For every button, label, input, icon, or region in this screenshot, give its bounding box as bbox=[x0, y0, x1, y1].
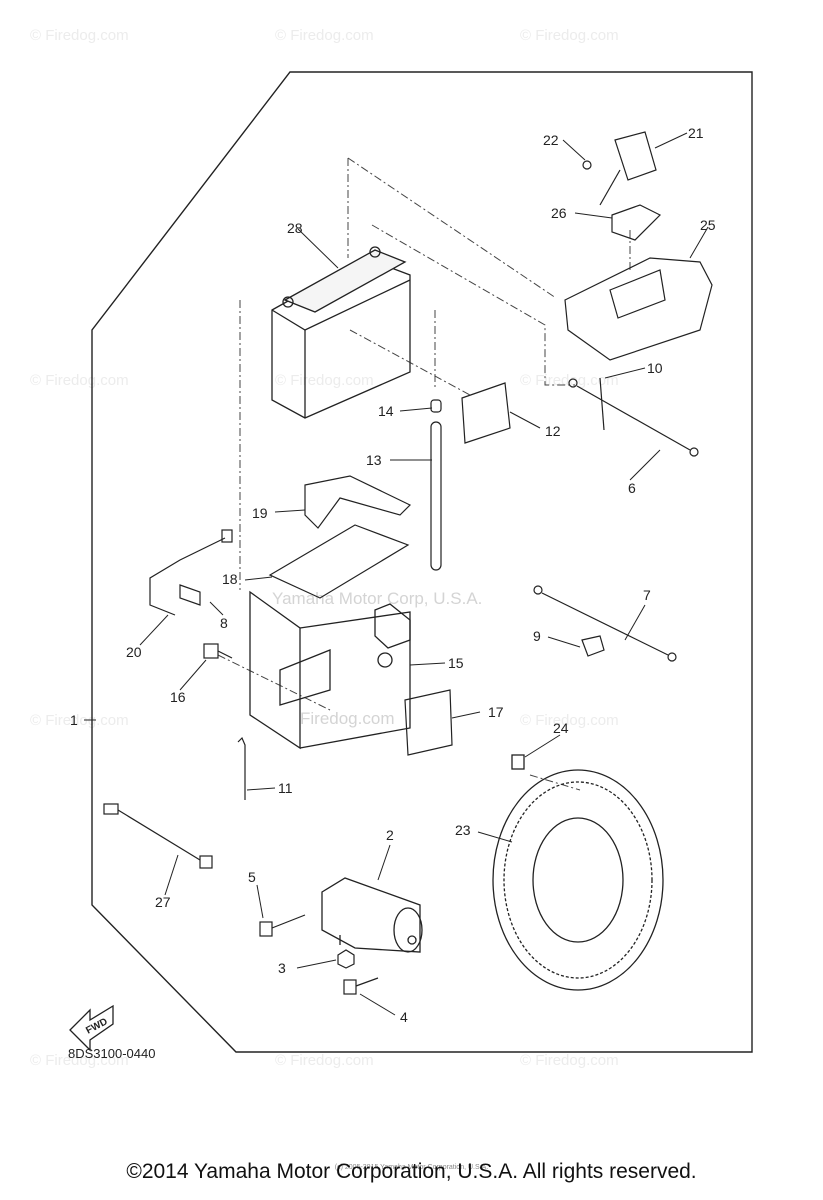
callout-17: 17 bbox=[488, 704, 504, 720]
watermark-grid: © Firedog.com © Firedog.com © Firedog.co… bbox=[30, 27, 619, 1069]
callout-23: 23 bbox=[455, 822, 471, 838]
battery-band bbox=[304, 475, 412, 529]
callout-6: 6 bbox=[628, 480, 636, 496]
watermark: © Firedog.com bbox=[30, 372, 129, 389]
battery bbox=[271, 246, 411, 419]
watermark-center-site: Firedog.com bbox=[300, 709, 394, 728]
battery-sheet bbox=[268, 524, 410, 599]
callout-8: 8 bbox=[220, 615, 228, 631]
battery-cable-negative bbox=[568, 377, 699, 457]
watermark: © Firedog.com bbox=[30, 1052, 129, 1069]
callout-18: 18 bbox=[222, 571, 238, 587]
battery-box bbox=[249, 590, 411, 750]
watermark: © Firedog.com bbox=[520, 27, 619, 44]
callout-14: 14 bbox=[378, 403, 394, 419]
copyright-footer: ©2014 Yamaha Motor Corporation, U.S.A. A… bbox=[126, 1160, 697, 1183]
watermark: © Firedog.com bbox=[520, 712, 619, 729]
callout-26: 26 bbox=[551, 205, 567, 221]
watermark: © Firedog.com bbox=[275, 27, 374, 44]
callout-1: 1 bbox=[70, 712, 78, 728]
guide-lines bbox=[217, 157, 631, 791]
watermark-center: Yamaha Motor Corp, U.S.A. bbox=[272, 589, 482, 608]
band-hook bbox=[237, 736, 246, 800]
watermark: © Firedog.com bbox=[30, 712, 129, 729]
bolt-16 bbox=[203, 643, 233, 659]
starter-relay-assembly bbox=[564, 131, 713, 361]
assembly-outline bbox=[91, 71, 753, 1053]
callout-13: 13 bbox=[366, 452, 382, 468]
callout-21: 21 bbox=[688, 125, 704, 141]
callout-16: 16 bbox=[170, 689, 186, 705]
battery-cover-plate bbox=[404, 689, 453, 756]
starter-cable bbox=[533, 585, 677, 662]
breather-hose bbox=[430, 399, 442, 571]
callout-24: 24 bbox=[553, 720, 569, 736]
callout-11: 11 bbox=[278, 780, 293, 796]
callout-15: 15 bbox=[448, 655, 464, 671]
callout-7: 7 bbox=[643, 587, 651, 603]
leader-lines bbox=[84, 132, 709, 1016]
watermark: © Firedog.com bbox=[275, 1052, 374, 1069]
callout-27: 27 bbox=[155, 894, 171, 910]
watermark: © Firedog.com bbox=[520, 1052, 619, 1069]
starter-gear-rotor bbox=[492, 754, 664, 991]
watermark: © Firedog.com bbox=[30, 27, 129, 44]
callout-3: 3 bbox=[278, 960, 286, 976]
callout-4: 4 bbox=[400, 1009, 408, 1025]
diagram-code: 8DS3100-0440 bbox=[68, 1046, 155, 1061]
fwd-label: FWD bbox=[84, 1016, 109, 1036]
callout-numbers: 1 2 3 4 5 6 7 8 9 10 11 12 13 14 15 16 1… bbox=[70, 125, 716, 1025]
sub-wire-harness bbox=[103, 803, 213, 869]
callout-19: 19 bbox=[252, 505, 268, 521]
battery-lead-positive bbox=[149, 529, 233, 616]
callout-20: 20 bbox=[126, 644, 142, 660]
starter-motor bbox=[321, 877, 423, 953]
callout-12: 12 bbox=[545, 423, 561, 439]
callout-5: 5 bbox=[248, 869, 256, 885]
callout-22: 22 bbox=[543, 132, 559, 148]
starter-bolts bbox=[259, 914, 379, 995]
battery-pad bbox=[461, 382, 511, 444]
callout-2: 2 bbox=[386, 827, 394, 843]
forward-direction-arrow: FWD bbox=[69, 1004, 114, 1052]
callout-10: 10 bbox=[647, 360, 663, 376]
callout-25: 25 bbox=[700, 217, 716, 233]
watermark: © Firedog.com bbox=[275, 372, 374, 389]
fineprint: (c) 2005-2015 Yamaha Motor Corporation, … bbox=[334, 1164, 489, 1171]
callout-28: 28 bbox=[287, 220, 303, 236]
callout-9: 9 bbox=[533, 628, 541, 644]
